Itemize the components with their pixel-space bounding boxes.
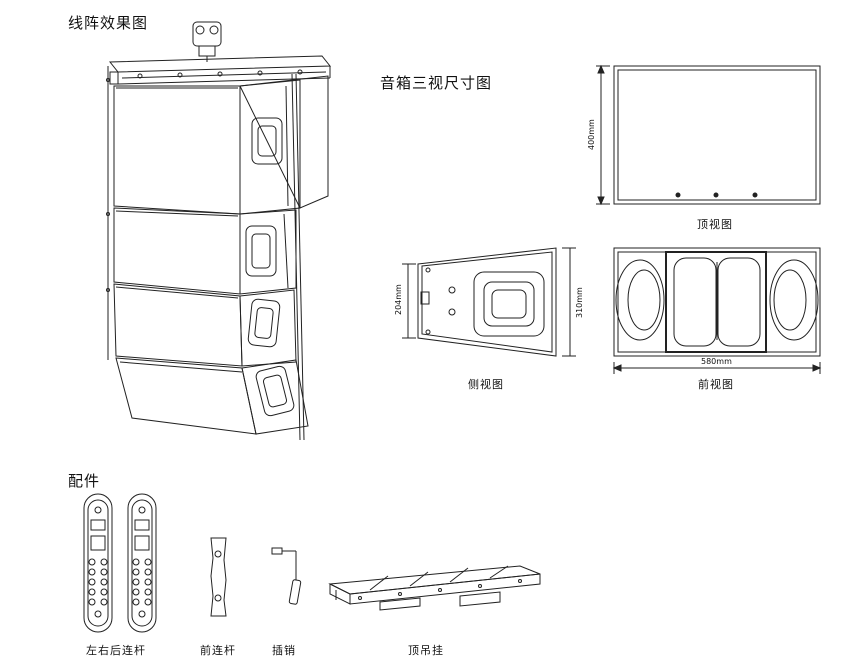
caption-front-bar: 前连杆 bbox=[200, 644, 236, 657]
caption-top-view: 顶视图 bbox=[697, 218, 733, 231]
rear-bar-left bbox=[84, 494, 112, 632]
array-box-4 bbox=[116, 358, 308, 434]
array-box-2 bbox=[114, 208, 296, 294]
caption-side-view: 侧视图 bbox=[468, 378, 504, 391]
caption-top-frame: 顶吊挂 bbox=[408, 644, 444, 657]
front-view-drawing bbox=[614, 248, 820, 374]
top-view-drawing bbox=[596, 66, 820, 204]
caption-pin: 插销 bbox=[272, 644, 296, 657]
front-bar-part bbox=[211, 538, 226, 616]
caption-rear-bar: 左右后连杆 bbox=[86, 644, 146, 657]
section-title-array-effect: 线阵效果图 bbox=[68, 14, 149, 32]
pin-part bbox=[272, 548, 301, 605]
top-frame-part bbox=[330, 566, 540, 610]
dim-label-depth: 400mm bbox=[587, 119, 596, 150]
side-view-drawing bbox=[402, 248, 576, 356]
array-back-panel bbox=[240, 76, 328, 208]
array-box-3 bbox=[114, 284, 296, 366]
section-title-three-views: 音箱三视尺寸图 bbox=[380, 74, 493, 92]
hoist-motor bbox=[193, 22, 221, 62]
array-box-1 bbox=[114, 80, 300, 214]
caption-front-view: 前视图 bbox=[698, 378, 734, 391]
rear-bar-right bbox=[128, 494, 156, 632]
dim-label-side-short: 204mm bbox=[394, 284, 403, 315]
dim-label-width: 580mm bbox=[701, 357, 732, 366]
dim-label-side-tall: 310mm bbox=[575, 287, 584, 318]
array-top-frame bbox=[110, 56, 330, 84]
section-title-accessories: 配件 bbox=[68, 472, 101, 490]
array-rigging-side bbox=[107, 66, 305, 440]
